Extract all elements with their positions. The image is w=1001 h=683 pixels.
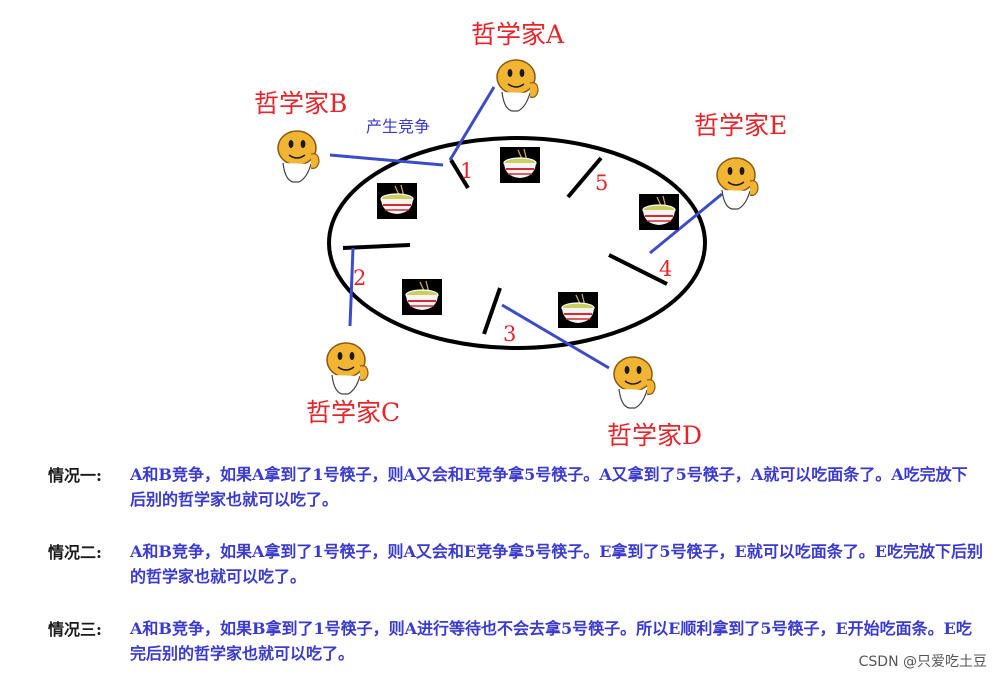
chopstick-2-number: 2: [353, 266, 366, 290]
case-title: 情况二:: [48, 543, 102, 562]
chopstick-5-number: 5: [595, 171, 608, 195]
arm-d: [501, 303, 610, 370]
chopstick-3-number: 3: [503, 322, 516, 346]
case-title: 情况三:: [48, 620, 102, 639]
noodle-bowl-icon: [499, 146, 541, 184]
noodle-bowl-icon: [376, 182, 418, 220]
case-description: A和B竞争，如果A拿到了1号筷子，则A又会和E竞争拿5号筷子。E拿到了5号筷子，…: [130, 542, 983, 586]
philosopher-a-label: 哲学家A: [471, 20, 565, 49]
dining-table-diagram: 哲学家A 哲学家B 哲学家C 哲学家D 哲学家E 1 2 3 4 5 产生竞争: [254, 20, 787, 450]
philosopher-a-smiley-face-icon: [496, 59, 539, 112]
case-two: 情况二: A和B竞争，如果A拿到了1号筷子，则A又会和E竞争拿5号筷子。E拿到了…: [48, 539, 983, 589]
case-one: 情况一: A和B竞争，如果A拿到了1号筷子，则A又会和E竞争拿5号筷子。A又拿到…: [48, 462, 983, 512]
philosopher-c-label: 哲学家C: [306, 398, 400, 427]
philosopher-c-smiley-face-icon: [326, 342, 369, 395]
case-description: A和B竞争，如果A拿到了1号筷子，则A又会和E竞争拿5号筷子。A又拿到了5号筷子…: [130, 465, 968, 509]
philosopher-d-label: 哲学家D: [607, 421, 702, 450]
chopstick-2: [342, 243, 411, 250]
contention-annotation: 产生竞争: [366, 117, 430, 136]
case-title: 情况一:: [48, 466, 102, 485]
philosopher-e-label: 哲学家E: [694, 111, 787, 140]
arm-b: [329, 153, 444, 167]
arm-a: [448, 86, 496, 161]
case-three: 情况三: A和B竞争，如果B拿到了1号筷子，则A进行等待也不会去拿5号筷子。所以…: [48, 616, 983, 666]
philosopher-e-smiley-face-icon: [716, 157, 759, 210]
chopstick-3: [482, 287, 502, 335]
arm-e: [649, 192, 723, 255]
noodle-bowl-icon: [557, 291, 599, 329]
chopstick-4-number: 4: [659, 257, 672, 281]
chopstick-4: [608, 253, 668, 286]
table-ellipse: [327, 136, 707, 350]
noodle-bowl-icon: [638, 193, 680, 231]
chopstick-1-number: 1: [460, 159, 473, 183]
philosopher-d-smiley-face-icon: [613, 356, 656, 409]
noodle-bowl-icon: [401, 278, 443, 316]
chopstick-1: [449, 158, 470, 190]
case-description: A和B竞争，如果B拿到了1号筷子，则A进行等待也不会去拿5号筷子。所以E顺利拿到…: [130, 619, 972, 663]
csdn-watermark: CSDN @只爱吃土豆: [858, 654, 987, 670]
philosopher-b-label: 哲学家B: [254, 89, 347, 118]
philosopher-b-smiley-face-icon: [277, 130, 320, 183]
arm-c: [348, 247, 355, 327]
chopstick-5: [566, 156, 603, 199]
